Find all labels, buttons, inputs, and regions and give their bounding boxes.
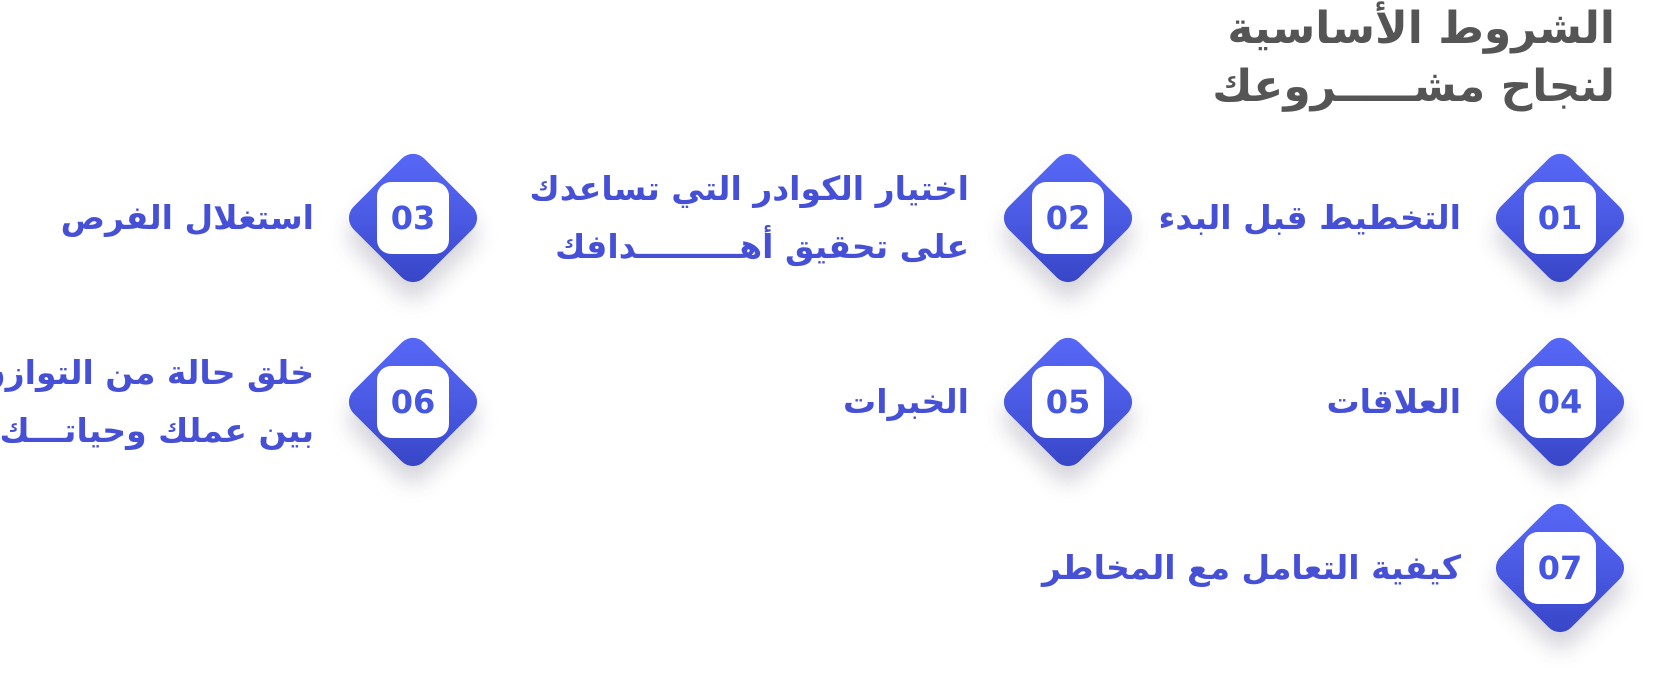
item-label: استغلال الفرص [61,160,314,276]
condition-item-03: 03 استغلال الفرص [61,147,484,289]
page-title: الشروط الأساسية لنجاح مشـــــروعك [915,0,1615,116]
item-label: اختيار الكوادر التي تساعدك على تحقيق أهـ… [530,160,970,276]
item-label: العلاقات [1326,344,1461,460]
item-label-line-1: العلاقات [1326,382,1461,421]
item-label: التخطيط قبل البدء [1158,160,1461,276]
item-label-line-1: التخطيط قبل البدء [1158,198,1461,237]
condition-item-05: 05 الخبرات [843,331,1139,473]
item-label-line-1: اختيار الكوادر التي تساعدك [529,169,970,208]
condition-item-01: 01 التخطيط قبل البدء [1158,147,1631,289]
condition-item-07: 07 كيفية التعامل مع المخاطر [1042,497,1631,639]
item-number: 02 [1032,182,1104,254]
item-label-line-1: كيفية التعامل مع المخاطر [1041,548,1461,587]
condition-item-06: 06 خلق حالة من التوازن بين عملك وحياتـــ… [0,331,484,473]
title-line-2: لنجاح مشـــــروعك [1212,61,1615,112]
item-label-line-1: استغلال الفرص [60,198,314,237]
item-label: كيفية التعامل مع المخاطر [1042,510,1461,626]
item-number: 05 [1032,366,1104,438]
item-label: الخبرات [843,344,969,460]
item-number: 07 [1524,532,1596,604]
item-number: 04 [1524,366,1596,438]
condition-item-02: 02 اختيار الكوادر التي تساعدك على تحقيق … [530,147,1139,289]
condition-item-04: 04 العلاقات [1326,331,1631,473]
item-label-line-1: الخبرات [843,382,969,421]
item-number: 03 [377,182,449,254]
item-number: 06 [377,366,449,438]
item-label-line-1: خلق حالة من التوازن [0,353,314,392]
item-label-line-2: على تحقيق أهـــــــــدافك [555,227,969,266]
title-line-1: الشروط الأساسية [1227,3,1615,54]
item-label: خلق حالة من التوازن بين عملك وحياتـــك [0,344,314,460]
item-label-line-2: بين عملك وحياتـــك [0,411,314,450]
item-number: 01 [1524,182,1596,254]
